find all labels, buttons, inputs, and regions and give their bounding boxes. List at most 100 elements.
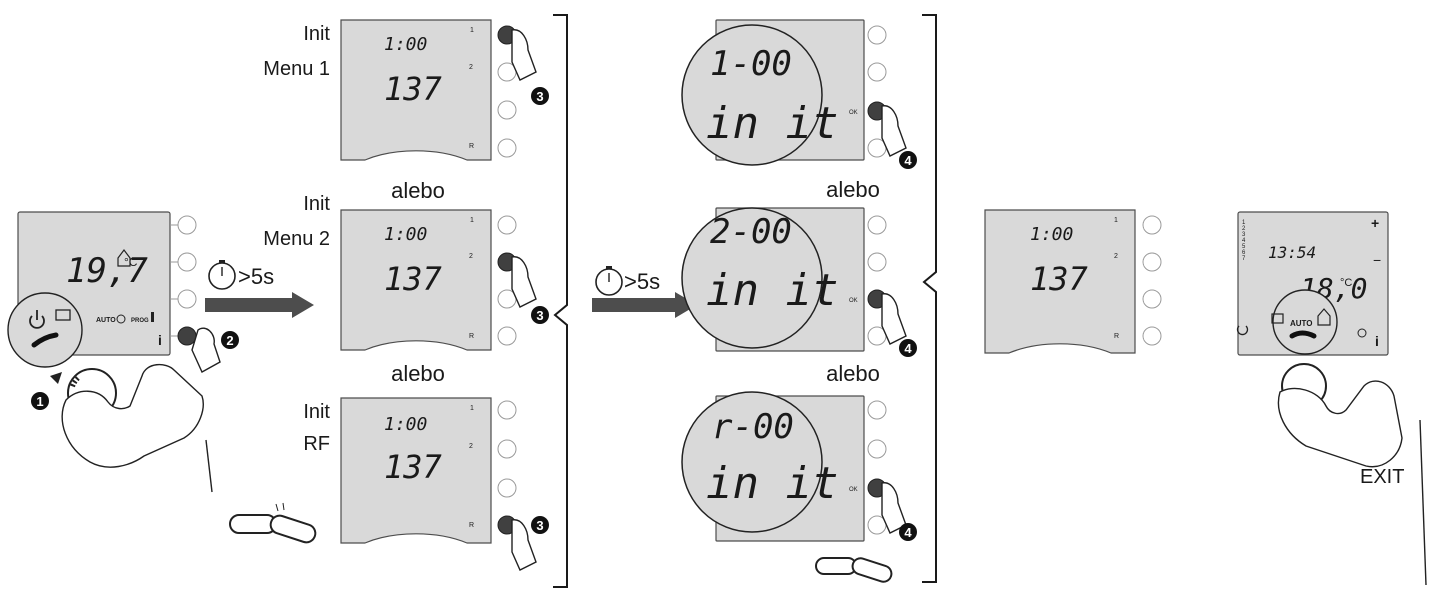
zoom-screen-1: OK 1-00 in it xyxy=(681,19,907,166)
turning-hand-icon xyxy=(61,363,204,468)
svg-text:Menu 2: Menu 2 xyxy=(263,228,330,250)
zoom-bubble xyxy=(681,391,823,533)
key-label-2: 2 xyxy=(1114,253,1118,260)
init-screen-line1: 1:00 xyxy=(384,34,427,55)
timer-arrow-1: >5s xyxy=(205,260,314,318)
button-1[interactable] xyxy=(1142,215,1162,235)
day-list: 1 2 3 4 5 6 7 xyxy=(1242,220,1246,262)
final-unit: °C xyxy=(1340,277,1352,289)
minus-label: − xyxy=(1373,252,1381,268)
thermostat-unit: °C xyxy=(124,255,138,269)
pressing-hand-icon xyxy=(511,29,537,81)
button-2[interactable] xyxy=(497,439,517,459)
exit-label: EXIT xyxy=(1360,466,1404,488)
clock-icon xyxy=(1357,328,1367,338)
button-3[interactable] xyxy=(1142,289,1162,309)
side-button-1[interactable] xyxy=(177,215,197,235)
arrow-2 xyxy=(592,292,697,318)
button-r[interactable] xyxy=(1142,326,1162,346)
init-screen-rf: 1:00 137 1 2 R xyxy=(340,397,537,571)
init-rf-label: Init RF xyxy=(303,401,330,455)
side-button-3[interactable] xyxy=(177,289,197,309)
power-icon xyxy=(29,310,45,329)
svg-text:2: 2 xyxy=(226,333,233,348)
or-label-2: alebo xyxy=(391,361,445,386)
thermostat-temp: 19,7 xyxy=(66,251,148,291)
zoom-line1: 1-00 xyxy=(710,44,792,84)
svg-text:Menu 1: Menu 1 xyxy=(263,58,330,80)
key-label-2: 2 xyxy=(469,443,473,450)
svg-text:Init: Init xyxy=(303,193,330,215)
step-badge-4: 4 xyxy=(899,151,917,169)
pressing-hand-icon xyxy=(511,256,537,308)
bracket-2 xyxy=(922,14,937,583)
zoom-line2: in it xyxy=(706,98,838,149)
step-badge-1: 1 xyxy=(31,392,49,410)
init-screen-line2: 137 xyxy=(384,70,442,108)
final-thermostat: 1 2 3 4 5 6 7 13:54 + − 18,0 °C i AUTO E… xyxy=(1236,211,1427,586)
or-label-1: alebo xyxy=(391,178,445,203)
mode-zoom-bubble xyxy=(7,292,83,368)
svg-text:Init: Init xyxy=(303,401,330,423)
result-line1: 1:00 xyxy=(1030,224,1073,245)
button-1[interactable] xyxy=(497,215,517,235)
zoom-screen-2: OK 2-00 in it xyxy=(681,207,907,352)
svg-text:3: 3 xyxy=(1242,232,1246,238)
result-screen: 1:00 137 1 2 R xyxy=(984,209,1162,354)
house-thermometer-icon xyxy=(117,249,131,267)
button-r[interactable] xyxy=(497,326,517,346)
svg-text:5: 5 xyxy=(1242,244,1246,250)
stopwatch-icon xyxy=(208,260,236,290)
timer-label-1: >5s xyxy=(238,264,274,289)
svg-text:1: 1 xyxy=(36,394,43,409)
result-line2: 137 xyxy=(1030,260,1088,298)
or-label-4: alebo xyxy=(826,361,880,386)
mode-zoom-bubble xyxy=(1272,289,1338,355)
key-label-1: 1 xyxy=(470,217,474,224)
svg-text:3: 3 xyxy=(536,308,543,323)
svg-text:7: 7 xyxy=(1242,256,1246,262)
thermostat-device: 19,7 °C AUTO PROG i xyxy=(7,211,221,493)
key-label-r: R xyxy=(469,333,474,340)
rotate-arrow-icon xyxy=(50,372,62,384)
button-3[interactable] xyxy=(497,100,517,120)
turning-hand-icon xyxy=(1277,380,1403,468)
clock-icon xyxy=(116,314,126,324)
svg-text:3: 3 xyxy=(536,89,543,104)
key-label-1: 1 xyxy=(470,27,474,34)
button-r[interactable] xyxy=(497,138,517,158)
button-3[interactable] xyxy=(497,478,517,498)
side-button-2[interactable] xyxy=(177,252,197,272)
final-mode-label: AUTO xyxy=(1290,319,1313,328)
plus-label: + xyxy=(1371,215,1379,231)
key-label-r: R xyxy=(1114,333,1119,340)
pressing-hand-icon xyxy=(881,293,907,345)
init-screen-line1: 1:00 xyxy=(384,224,427,245)
init-screen-line1: 1:00 xyxy=(384,414,427,435)
step-badge-3: 3 xyxy=(531,516,549,534)
svg-text:1: 1 xyxy=(1242,220,1246,226)
pressing-hand-icon xyxy=(881,105,907,157)
svg-text:Init: Init xyxy=(303,23,330,45)
init-screen-line2: 137 xyxy=(384,448,442,486)
zoom-bubble xyxy=(681,207,823,349)
final-info-label: i xyxy=(1375,333,1379,349)
svg-text:4: 4 xyxy=(904,525,912,540)
zoom-screen-3: OK r-00 in it xyxy=(681,391,907,542)
init-screen-menu2: 1:00 137 1 2 R xyxy=(340,209,537,351)
stopwatch-icon xyxy=(595,266,623,296)
or-label-3: alebo xyxy=(826,177,880,202)
timer-label-2: >5s xyxy=(624,269,660,294)
step-badge-4: 4 xyxy=(899,339,917,357)
key-label-r: R xyxy=(469,143,474,150)
zoom-line2: in it xyxy=(706,458,838,509)
svg-text:4: 4 xyxy=(1242,238,1246,244)
ok-key-label: OK xyxy=(849,487,858,493)
key-label-1: 1 xyxy=(470,405,474,412)
step-badge-2: 2 xyxy=(221,331,239,349)
button-1[interactable] xyxy=(497,400,517,420)
svg-text:2: 2 xyxy=(1242,226,1246,232)
zoom-line2: in it xyxy=(706,265,838,316)
pressed-button[interactable] xyxy=(177,326,197,346)
button-2[interactable] xyxy=(1142,252,1162,272)
